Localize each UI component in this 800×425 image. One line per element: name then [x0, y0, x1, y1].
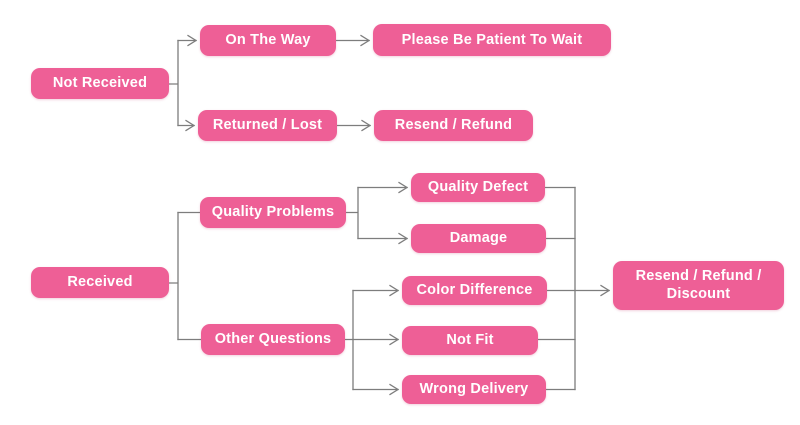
- node-resend-refund-discount-text: Resend / Refund / Discount: [636, 268, 762, 303]
- edge-other-questions-trunk: [344, 289, 354, 391]
- node-received[interactable]: Received: [31, 267, 169, 298]
- edge-quality-problems-trunk: [345, 186, 359, 240]
- node-quality-defect[interactable]: Quality Defect: [411, 173, 545, 202]
- arrowhead-resend-refund: [361, 119, 372, 132]
- node-other-questions[interactable]: Other Questions: [201, 324, 345, 355]
- edge-received-trunk: [168, 211, 179, 341]
- node-resend-refund-discount[interactable]: Resend / Refund / Discount: [613, 261, 784, 310]
- node-color-difference[interactable]: Color Difference: [402, 276, 547, 305]
- node-label-line-1: Resend / Refund /: [635, 268, 762, 285]
- node-please-be-patient-to-wait[interactable]: Please Be Patient To Wait: [373, 24, 611, 56]
- arrowhead-final: [600, 284, 611, 297]
- node-label-line-2: Discount: [666, 285, 731, 302]
- edge-not-received-trunk: [168, 39, 179, 127]
- node-returned-lost[interactable]: Returned / Lost: [198, 110, 337, 141]
- arrowhead-color-difference: [389, 284, 400, 297]
- node-resend-refund[interactable]: Resend / Refund: [374, 110, 533, 141]
- node-damage[interactable]: Damage: [411, 224, 546, 253]
- arrowhead-quality-defect: [398, 181, 409, 194]
- arrowhead-wrong-delivery: [389, 383, 400, 396]
- arrowhead-damage: [398, 232, 409, 245]
- node-not-fit[interactable]: Not Fit: [402, 326, 538, 355]
- arrowhead-on-the-way: [187, 34, 198, 47]
- node-not-received[interactable]: Not Received: [31, 68, 169, 99]
- arrowhead-not-fit: [389, 333, 400, 346]
- node-wrong-delivery[interactable]: Wrong Delivery: [402, 375, 546, 404]
- node-quality-problems[interactable]: Quality Problems: [200, 197, 346, 228]
- node-on-the-way[interactable]: On The Way: [200, 25, 336, 56]
- arrowhead-patient: [360, 34, 371, 47]
- arrowhead-returned-lost: [185, 119, 196, 132]
